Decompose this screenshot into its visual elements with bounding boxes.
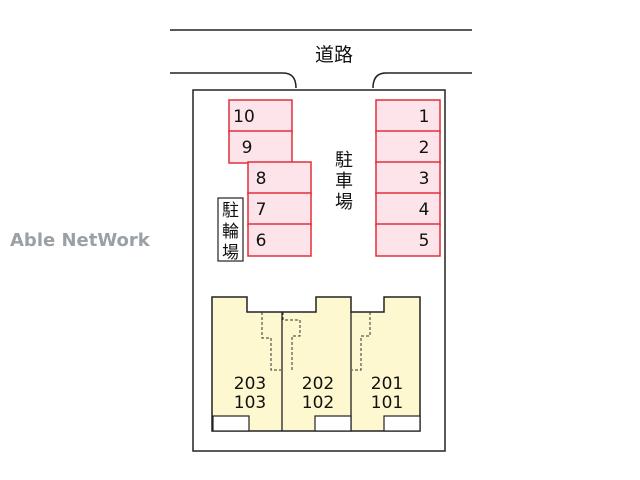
parking-slot-9 — [228, 130, 293, 164]
parking-slot-4-label: 4 — [419, 200, 430, 220]
parking-slot-1-label: 1 — [419, 107, 430, 127]
stair-outline-201 — [352, 312, 371, 371]
porch-101 — [383, 415, 421, 432]
parking-slot-10-label: 10 — [233, 107, 255, 127]
parking-label: 駐 車 場 — [335, 150, 353, 213]
bicycle-label-char-1: 駐 — [222, 201, 239, 221]
porch-102 — [314, 415, 352, 432]
parking-right-group: 1 2 3 4 5 — [375, 99, 441, 257]
parking-slot-2-label: 2 — [419, 138, 430, 158]
parking-left-group: 10 9 8 7 6 — [228, 99, 312, 257]
parking-slot-9-label: 9 — [242, 138, 253, 158]
parking-label-char-3: 場 — [335, 192, 353, 213]
parking-slot-5 — [375, 223, 441, 257]
parking-slot-6 — [247, 223, 312, 257]
watermark-logo: Able NetWork — [10, 230, 151, 251]
unit-203-label: 203 — [234, 374, 266, 394]
parking-label-char-2: 車 — [335, 171, 353, 192]
parking-slot-10 — [228, 99, 293, 133]
parking-label-char-1: 駐 — [335, 150, 353, 171]
road-edge-right — [372, 72, 472, 89]
unit-202-label: 202 — [302, 374, 334, 394]
parking-slot-3 — [375, 161, 441, 195]
unit-101-label: 101 — [371, 393, 403, 413]
road-edge-left — [170, 72, 297, 89]
bicycle-label-char-2: 輪 — [222, 222, 239, 242]
parking-slot-2 — [375, 130, 441, 164]
stair-outline-203 — [261, 312, 281, 371]
building: 203 103 202 102 201 101 — [211, 296, 421, 432]
bicycle-parking-box — [217, 197, 244, 262]
bicycle-parking-label: 駐 輪 場 — [222, 201, 239, 263]
unit-201-label: 201 — [371, 374, 403, 394]
parking-slot-6-label: 6 — [256, 231, 267, 251]
road-label: 道路 — [315, 44, 353, 66]
bicycle-label-char-3: 場 — [222, 243, 239, 263]
parking-slot-1 — [375, 99, 441, 133]
unit-103-label: 103 — [234, 393, 266, 413]
parking-slot-5-label: 5 — [419, 231, 430, 251]
parking-slot-3-label: 3 — [419, 169, 430, 189]
parking-slot-4 — [375, 192, 441, 226]
parking-slot-8-label: 8 — [256, 169, 267, 189]
unit-102-label: 102 — [302, 393, 334, 413]
porch-103 — [212, 415, 250, 432]
stair-outline-202 — [282, 312, 301, 370]
parking-slot-7-label: 7 — [256, 200, 267, 220]
